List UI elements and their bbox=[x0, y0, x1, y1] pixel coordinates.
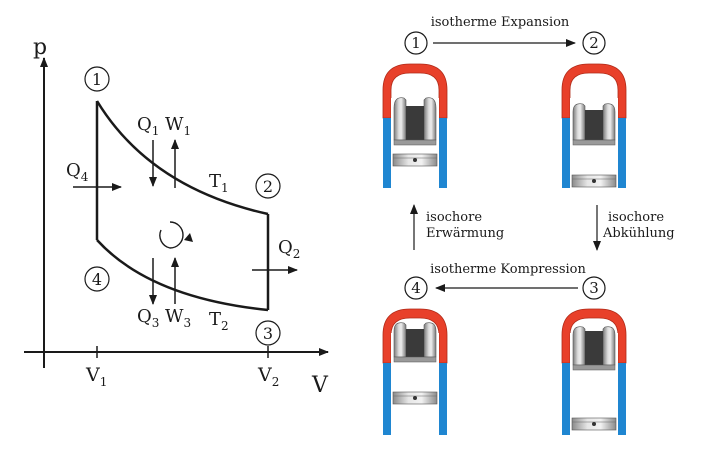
step-23-label-1: isochore bbox=[608, 210, 664, 225]
q3-label: Q3 bbox=[137, 306, 159, 330]
p-axis-label: p bbox=[33, 35, 47, 60]
t2-label: T2 bbox=[209, 309, 229, 333]
pv-state-3: 3 bbox=[255, 320, 281, 346]
svg-text:2: 2 bbox=[263, 177, 273, 196]
svg-text:4: 4 bbox=[411, 279, 421, 297]
isotherm-t1 bbox=[95, 100, 269, 216]
pv-state-4: 4 bbox=[84, 266, 110, 292]
svg-text:1: 1 bbox=[411, 34, 421, 52]
pv-state-2: 2 bbox=[255, 173, 281, 199]
pv-state-1: 1 bbox=[84, 66, 110, 92]
step-41-label-1: isochore bbox=[426, 210, 482, 225]
isotherm-t2 bbox=[96, 239, 269, 312]
w3-label: W3 bbox=[165, 306, 191, 330]
cycle-state-3: 3 bbox=[582, 276, 606, 300]
cylinder-state-3 bbox=[561, 308, 627, 435]
step-23-label-2: Abkühlung bbox=[602, 226, 675, 241]
clockwise-cycle-icon bbox=[159, 221, 193, 249]
cycle-state-1: 1 bbox=[404, 31, 428, 55]
svg-text:4: 4 bbox=[92, 270, 102, 289]
cycle-diagram: isotherme Expansion isotherme Kompressio… bbox=[382, 15, 675, 435]
svg-text:3: 3 bbox=[589, 279, 599, 297]
pv-diagram: p V V1 V2 1 2 3 4 bbox=[24, 35, 329, 398]
q1-label: Q1 bbox=[137, 114, 159, 138]
cycle-state-4: 4 bbox=[404, 276, 428, 300]
v-axis-label: V bbox=[311, 373, 329, 398]
w1-label: W1 bbox=[165, 114, 191, 138]
cylinder-state-2 bbox=[561, 63, 627, 188]
v2-label: V2 bbox=[257, 364, 279, 389]
svg-text:3: 3 bbox=[263, 324, 273, 343]
step-41-label-2: Erwärmung bbox=[426, 226, 504, 241]
cylinder-state-4 bbox=[382, 308, 448, 435]
step-34-label: isotherme Kompression bbox=[430, 262, 586, 277]
v1-label: V1 bbox=[85, 364, 107, 389]
cylinder-state-1 bbox=[382, 63, 448, 188]
cycle-state-2: 2 bbox=[582, 31, 606, 55]
step-12-label: isotherme Expansion bbox=[431, 15, 570, 30]
q2-label: Q2 bbox=[278, 237, 300, 261]
svg-text:2: 2 bbox=[589, 34, 599, 52]
q4-label: Q4 bbox=[66, 160, 89, 184]
t1-label: T1 bbox=[209, 171, 229, 195]
svg-text:1: 1 bbox=[92, 70, 102, 89]
